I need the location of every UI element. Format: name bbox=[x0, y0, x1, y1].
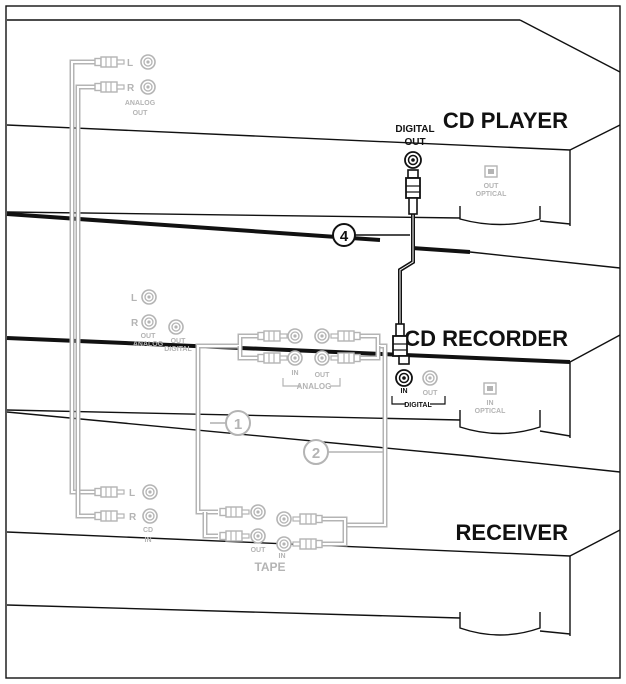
cd-player-optical-label-2: OPTICAL bbox=[476, 191, 507, 198]
receiver-cd-l-jack bbox=[142, 484, 158, 500]
cd-recorder-title: CD RECORDER bbox=[404, 326, 568, 351]
receiver-cd-r-label: R bbox=[129, 512, 137, 523]
cd-recorder-optical-port bbox=[483, 382, 497, 395]
callout-4-number: 4 bbox=[340, 228, 349, 245]
cd-recorder-analog-l-jack bbox=[141, 289, 157, 305]
cd-player-digital-out-jack bbox=[404, 151, 422, 169]
cable-2-recorder-out-to-tape-in bbox=[292, 330, 388, 550]
cd-recorder-analog-group-label: ANALOG bbox=[297, 382, 332, 391]
cd-recorder-digital-in-jack bbox=[395, 369, 413, 387]
cd-player-analog-r-jack bbox=[140, 79, 156, 95]
cd-player-digital-label-1: DIGITAL bbox=[395, 124, 434, 135]
cd-recorder-digital-out-jack bbox=[168, 319, 184, 335]
cd-recorder-digital-in-label: IN bbox=[401, 388, 408, 395]
cd-player-analog-l-jack bbox=[140, 54, 156, 70]
receiver-cd-r-jack bbox=[142, 508, 158, 524]
cd-player-optical-label-1: OUT bbox=[484, 183, 500, 190]
receiver-tape-out-l-jack bbox=[250, 504, 266, 520]
receiver-cd-l-label: L bbox=[129, 488, 135, 499]
cd-recorder-analog-in-r-jack bbox=[287, 350, 303, 366]
receiver-tape-in-r-jack bbox=[276, 536, 292, 552]
cd-recorder-device bbox=[6, 212, 621, 438]
cd-player-analog-r-label: R bbox=[127, 83, 135, 94]
cd-recorder-analog-r-label: R bbox=[131, 318, 139, 329]
callout-1 bbox=[210, 410, 251, 436]
cd-player-title: CD PLAYER bbox=[443, 108, 568, 133]
callout-4 bbox=[332, 223, 410, 247]
cd-recorder-digital-group-label: DIGITAL bbox=[404, 402, 432, 409]
cd-player-optical-port bbox=[484, 165, 498, 178]
receiver-tape-in-label: IN bbox=[279, 553, 286, 560]
cd-recorder-optical-label-1: IN bbox=[487, 400, 494, 407]
cd-player-analog-label-2: OUT bbox=[133, 110, 149, 117]
callout-1-number: 1 bbox=[234, 416, 242, 433]
receiver-cd-label-1: CD bbox=[143, 527, 153, 534]
cd-player-analog-label-1: ANALOG bbox=[125, 100, 156, 107]
cd-recorder-optical-label-2: OPTICAL bbox=[475, 408, 506, 415]
cable-1-tape-out-to-recorder-in bbox=[195, 330, 288, 542]
cd-recorder-analog-l-label: L bbox=[131, 293, 137, 304]
cd-recorder-digital-out-label-1: OUT bbox=[171, 338, 187, 345]
receiver-tape-out-r-jack bbox=[250, 528, 266, 544]
cd-player-analog-l-label: L bbox=[127, 58, 133, 69]
receiver-tape-out-label: OUT bbox=[251, 547, 267, 554]
cable-cd-to-receiver bbox=[69, 56, 125, 522]
cd-recorder-analog-out-label-1: OUT bbox=[141, 333, 157, 340]
cd-recorder-analog-out-label-2: ANALOG bbox=[133, 341, 164, 348]
receiver-cd-label-2: IN bbox=[145, 537, 152, 544]
receiver-title: RECEIVER bbox=[456, 520, 569, 545]
cd-recorder-analog-in-l-jack bbox=[287, 328, 303, 344]
cd-recorder-digital-out-label: OUT bbox=[423, 390, 439, 397]
cd-recorder-analog-in-label: IN bbox=[292, 370, 299, 377]
cd-player-device bbox=[6, 19, 621, 226]
callout-2 bbox=[303, 439, 384, 465]
callout-2-number: 2 bbox=[312, 445, 320, 462]
cd-player-digital-label-2: OUT bbox=[404, 137, 425, 148]
cd-recorder-digital-out-label-2: DIGITAL bbox=[164, 346, 192, 353]
cd-recorder-analog-out-label: OUT bbox=[315, 372, 331, 379]
cd-recorder-analog-out-r-jack bbox=[314, 350, 330, 366]
cd-recorder-analog-r-jack bbox=[141, 314, 157, 330]
receiver-tape-label: TAPE bbox=[254, 560, 285, 574]
receiver-tape-in-l-jack bbox=[276, 511, 292, 527]
cd-recorder-digital-out-jack-2 bbox=[422, 370, 438, 386]
cd-recorder-analog-out-l-jack bbox=[314, 328, 330, 344]
cable-4-digital bbox=[392, 169, 421, 365]
